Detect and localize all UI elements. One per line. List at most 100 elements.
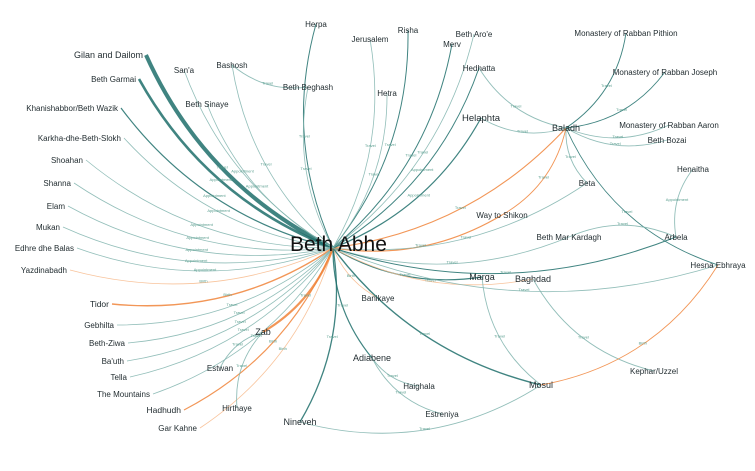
node-label-shanna[interactable]: Shanna (43, 179, 71, 188)
node-label-sana[interactable]: San'a (174, 66, 195, 75)
edge-label: Travel (415, 243, 426, 248)
node-label-mukan[interactable]: Mukan (36, 223, 60, 232)
node-label-mosul[interactable]: Mosul (529, 380, 553, 390)
node-label-joseph[interactable]: Monastery of Rabban Joseph (613, 68, 718, 77)
edge-label: Travel (301, 166, 312, 171)
edge-label: Travel (327, 334, 338, 339)
node-label-shikon[interactable]: Way to Shikon (476, 211, 527, 220)
node-label-bethbeghash[interactable]: Beth Beghash (283, 83, 333, 92)
node-label-arbela[interactable]: Arbela (664, 233, 688, 242)
edge-shikon-baladh (501, 127, 567, 216)
edge-to-bethziwa (127, 247, 334, 344)
edge-to-mukan (62, 226, 334, 264)
node-label-jerusalem[interactable]: Jerusalem (352, 35, 389, 44)
edge-label: Appointment (194, 267, 217, 272)
node-label-hirthaye[interactable]: Hirthaye (222, 404, 252, 413)
edge-to-helaphta (332, 117, 482, 249)
edge-label: Appointment (231, 168, 254, 173)
node-label-adiabene[interactable]: Adiabene (353, 353, 391, 363)
edge-label: Appointment (186, 235, 209, 240)
edge-label: Travel (419, 426, 430, 431)
edge-to-garkahne (199, 247, 334, 429)
node-label-beta[interactable]: Beta (579, 179, 596, 188)
node-label-hesna[interactable]: Hesna Ebhraya (690, 261, 746, 270)
edge-arbela-bethmar (568, 224, 677, 238)
node-label-zab[interactable]: Zab (255, 327, 271, 337)
node-label-nineveh[interactable]: Nineveh (283, 417, 316, 427)
node-label-pithion[interactable]: Monastery of Rabban Pithion (574, 29, 677, 38)
node-label-gilan[interactable]: Gilan and Dailom (74, 50, 143, 60)
edge-to-betharoe (332, 33, 475, 249)
edge-to-jerusalem (332, 38, 376, 249)
node-label-elam[interactable]: Elam (47, 202, 66, 211)
node-label-baladh[interactable]: Baladh (552, 123, 580, 133)
node-label-yazdinabadh[interactable]: Yazdinabadh (21, 266, 67, 275)
node-label-mountains[interactable]: The Mountains (97, 390, 150, 399)
node-label-tidor[interactable]: Tidor (90, 299, 109, 309)
node-label-bozai[interactable]: Beth Bozai (648, 136, 687, 145)
edge-label: Birth (199, 279, 207, 284)
edge-to-garmai (137, 78, 334, 250)
edge-to-herpa (302, 23, 334, 249)
node-label-helaphta[interactable]: Helaphta (462, 113, 501, 124)
node-label-edhre[interactable]: Edhre dhe Balas (15, 244, 74, 253)
edge-label: Travel (617, 221, 628, 226)
edge-label: Travel (405, 153, 416, 158)
node-label-kephar[interactable]: Kephar/Uzzel (630, 367, 678, 376)
node-label-bashosh[interactable]: Bashosh (216, 61, 247, 70)
edge-baghdad-kephar (532, 278, 655, 372)
node-label-haighala[interactable]: Haighala (403, 382, 435, 391)
node-label-marga[interactable]: Marga (469, 272, 495, 282)
edge-label: Appointment (185, 258, 208, 263)
node-label-karkha[interactable]: Karkha-dhe-Beth-Slokh (38, 134, 121, 143)
node-label-aaron[interactable]: Monastery of Rabban Aaron (619, 121, 719, 130)
node-label-khanishabbor[interactable]: Khanishabbor/Beth Wazik (26, 104, 119, 113)
node-label-bethmar[interactable]: Beth Mar Kardagh (537, 233, 602, 242)
node-label-herpa[interactable]: Herpa (305, 20, 327, 29)
edge-to-mountains (152, 247, 334, 395)
edge-label: Travel (565, 154, 576, 159)
node-label-henaitha[interactable]: Henaitha (677, 165, 710, 174)
node-label-estreniya[interactable]: Estreniya (425, 410, 459, 419)
node-label-bethsinaye[interactable]: Beth Sinaye (185, 100, 229, 109)
edge-to-bethmar (332, 236, 570, 265)
edge-label: Travel (368, 171, 379, 176)
node-label-hetra[interactable]: Hetra (377, 89, 397, 98)
edge-label: Travel (610, 141, 621, 146)
edge-to-yazdinabadh (69, 247, 334, 285)
node-label-baghdad[interactable]: Baghdad (515, 274, 551, 284)
node-label-banikaye[interactable]: Banikaye (362, 294, 395, 303)
node-label-risha[interactable]: Risha (398, 26, 419, 35)
edge-to-hetra (332, 92, 388, 249)
node-label-garkahne[interactable]: Gar Kahne (158, 424, 197, 433)
edge-label: Travel (395, 390, 406, 395)
node-label-merv[interactable]: Merv (443, 40, 461, 49)
node-label-bauth[interactable]: Ba'uth (102, 357, 124, 366)
edge-label: Travel (238, 327, 249, 332)
node-label-hadhudh[interactable]: Hadhudh (146, 405, 181, 415)
node-label-betharoe[interactable]: Beth Aro'e (456, 30, 493, 39)
edge-label: Travel (226, 302, 237, 307)
edge-label: Appointment (407, 192, 430, 197)
node-label-bethziwa[interactable]: Beth-Ziwa (89, 339, 126, 348)
edge-to-bashosh (231, 64, 334, 249)
edge-layer (62, 23, 719, 434)
edge-label: Appointment (190, 222, 213, 227)
edge-label: Travel (419, 331, 430, 336)
edge-to-bethbeghash (302, 86, 334, 249)
edge-to-gebhilta (116, 247, 334, 326)
edge-label: Travel (455, 205, 466, 210)
edge-adiabene-haighala (371, 357, 420, 387)
node-label-shoahan[interactable]: Shoahan (51, 156, 83, 165)
node-label-garmai[interactable]: Beth Garmai (91, 75, 136, 84)
node-label-estwan[interactable]: Estwan (207, 364, 233, 373)
edge-helaphta-baladh (480, 117, 567, 134)
edge-label: Travel (236, 363, 247, 368)
edge-label: Appointment (246, 183, 269, 188)
node-label-hedhatta[interactable]: Hedhatta (463, 64, 496, 73)
node-label-tella[interactable]: Tella (111, 373, 128, 382)
edge-label: Travel (517, 128, 528, 133)
edge-label: Birth (279, 346, 287, 351)
node-label-gebhilta[interactable]: Gebhilta (84, 321, 114, 330)
edge-adiabene-estreniya (371, 357, 443, 415)
